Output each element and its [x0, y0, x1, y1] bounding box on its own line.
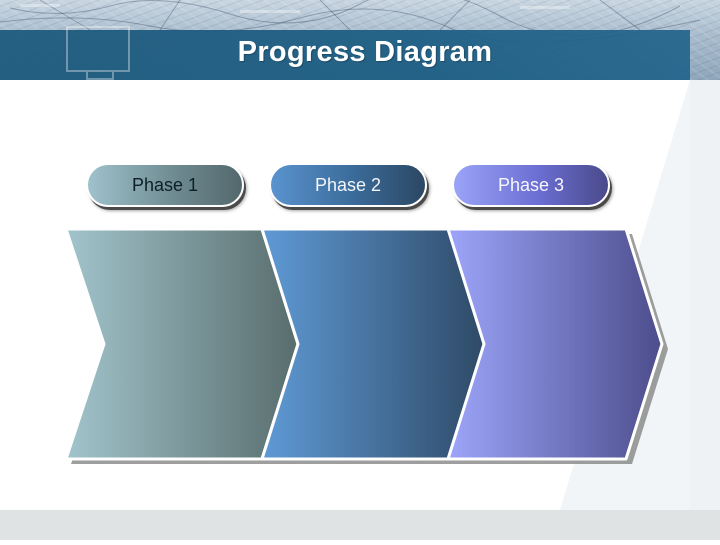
monitor-icon: [66, 26, 130, 80]
footer-bar: [0, 510, 720, 540]
phase-3-chevron: [446, 227, 664, 461]
phase-1-chevron: [64, 227, 300, 461]
phase-3-label: Phase 3: [452, 163, 610, 207]
right-edge-strip: [690, 0, 720, 540]
page-title: Progress Diagram: [237, 36, 493, 68]
title-band: [0, 30, 690, 80]
header-banner: Progress Diagram: [0, 0, 720, 80]
phase-2-label: Phase 2: [269, 163, 427, 207]
phase-1-label: Phase 1: [86, 163, 244, 207]
